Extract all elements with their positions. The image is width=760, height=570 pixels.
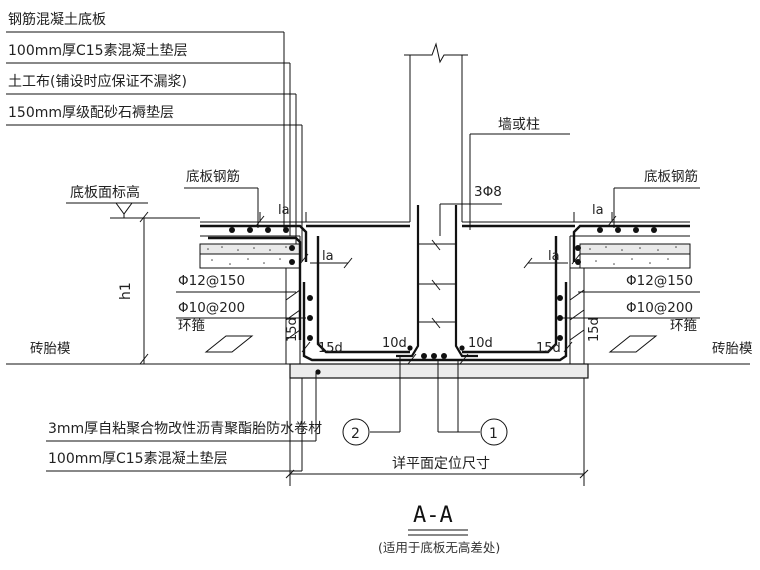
label-15d-right-vert: 15d xyxy=(587,317,602,342)
label-la-1: la xyxy=(278,203,290,218)
label-stirrup-left: 环箍 xyxy=(178,317,205,334)
section-title: A-A (适用于底板无高差处) xyxy=(378,503,500,555)
note-top-1: 钢筋混凝土底板 xyxy=(8,11,106,28)
label-rebar-12-right: Φ12@150 xyxy=(626,273,693,289)
label-stirrups-3: 3Φ8 xyxy=(474,184,502,200)
la-dims xyxy=(259,212,613,264)
title: A-A xyxy=(413,503,453,528)
callout-2: 2 xyxy=(351,426,360,442)
elevation: 底板面标高 h1 xyxy=(6,184,750,365)
slab xyxy=(199,221,691,269)
label-plan-dim: 详平面定位尺寸 xyxy=(392,456,490,472)
label-la-2: la xyxy=(322,249,334,264)
rebars xyxy=(200,205,690,375)
notes-top: 钢筋混凝土底板 100mm厚C15素混凝土垫层 土工布(铺设时应保证不漏浆) 1… xyxy=(6,11,303,262)
label-10d-right: 10d xyxy=(468,336,493,351)
label-stirrup-right: 环箍 xyxy=(670,317,698,334)
note-bottom-2: 100mm厚C15素混凝土垫层 xyxy=(48,451,228,467)
notes-bottom: 3mm厚自粘聚合物改性沥青聚酯胎防水卷材 100mm厚C15素混凝土垫层 xyxy=(46,372,322,472)
labels-left: 底板钢筋 la la Φ12@150 Φ10@200 环箍 砖胎模 15d 15… xyxy=(30,168,407,357)
label-rebar-10-right: Φ10@200 xyxy=(626,300,693,316)
label-15d-left-vert: 15d xyxy=(285,317,300,342)
label-brick-left: 砖胎模 xyxy=(30,341,71,357)
labels-center: 3Φ8 10d xyxy=(439,184,502,351)
label-10d-left: 10d xyxy=(382,336,407,351)
note-top-2: 100mm厚C15素混凝土垫层 xyxy=(8,43,188,59)
label-slab-rebar-right: 底板钢筋 xyxy=(644,168,698,185)
label-brick-right: 砖胎模 xyxy=(712,341,753,357)
callout-1: 1 xyxy=(489,426,498,442)
label-la-4: la xyxy=(548,249,560,264)
label-h1: h1 xyxy=(118,282,134,300)
note-top-3: 土工布(铺设时应保证不漏浆) xyxy=(8,73,187,90)
label-la-3: la xyxy=(592,203,604,218)
label-rebar-10-left: Φ10@200 xyxy=(178,300,245,316)
label-slab-rebar-left: 底板钢筋 xyxy=(186,168,240,185)
label-15d-left: 15d xyxy=(318,341,343,356)
note-bottom-1: 3mm厚自粘聚合物改性沥青聚酯胎防水卷材 xyxy=(48,421,322,437)
subtitle: (适用于底板无高差处) xyxy=(378,540,500,555)
note-top-4: 150mm厚级配砂石褥垫层 xyxy=(8,104,174,121)
label-15d-right: 15d xyxy=(536,341,561,356)
labels-right: 底板钢筋 la la Φ12@150 Φ10@200 环箍 砖胎模 15d 15… xyxy=(536,168,753,357)
label-rebar-12-left: Φ12@150 xyxy=(178,273,245,289)
wall-column: 墙或柱 xyxy=(404,42,570,230)
label-slab-top-elev: 底板面标高 xyxy=(70,184,140,201)
label-wall: 墙或柱 xyxy=(498,117,540,133)
callouts: 2 1 详平面定位尺寸 xyxy=(285,356,589,486)
